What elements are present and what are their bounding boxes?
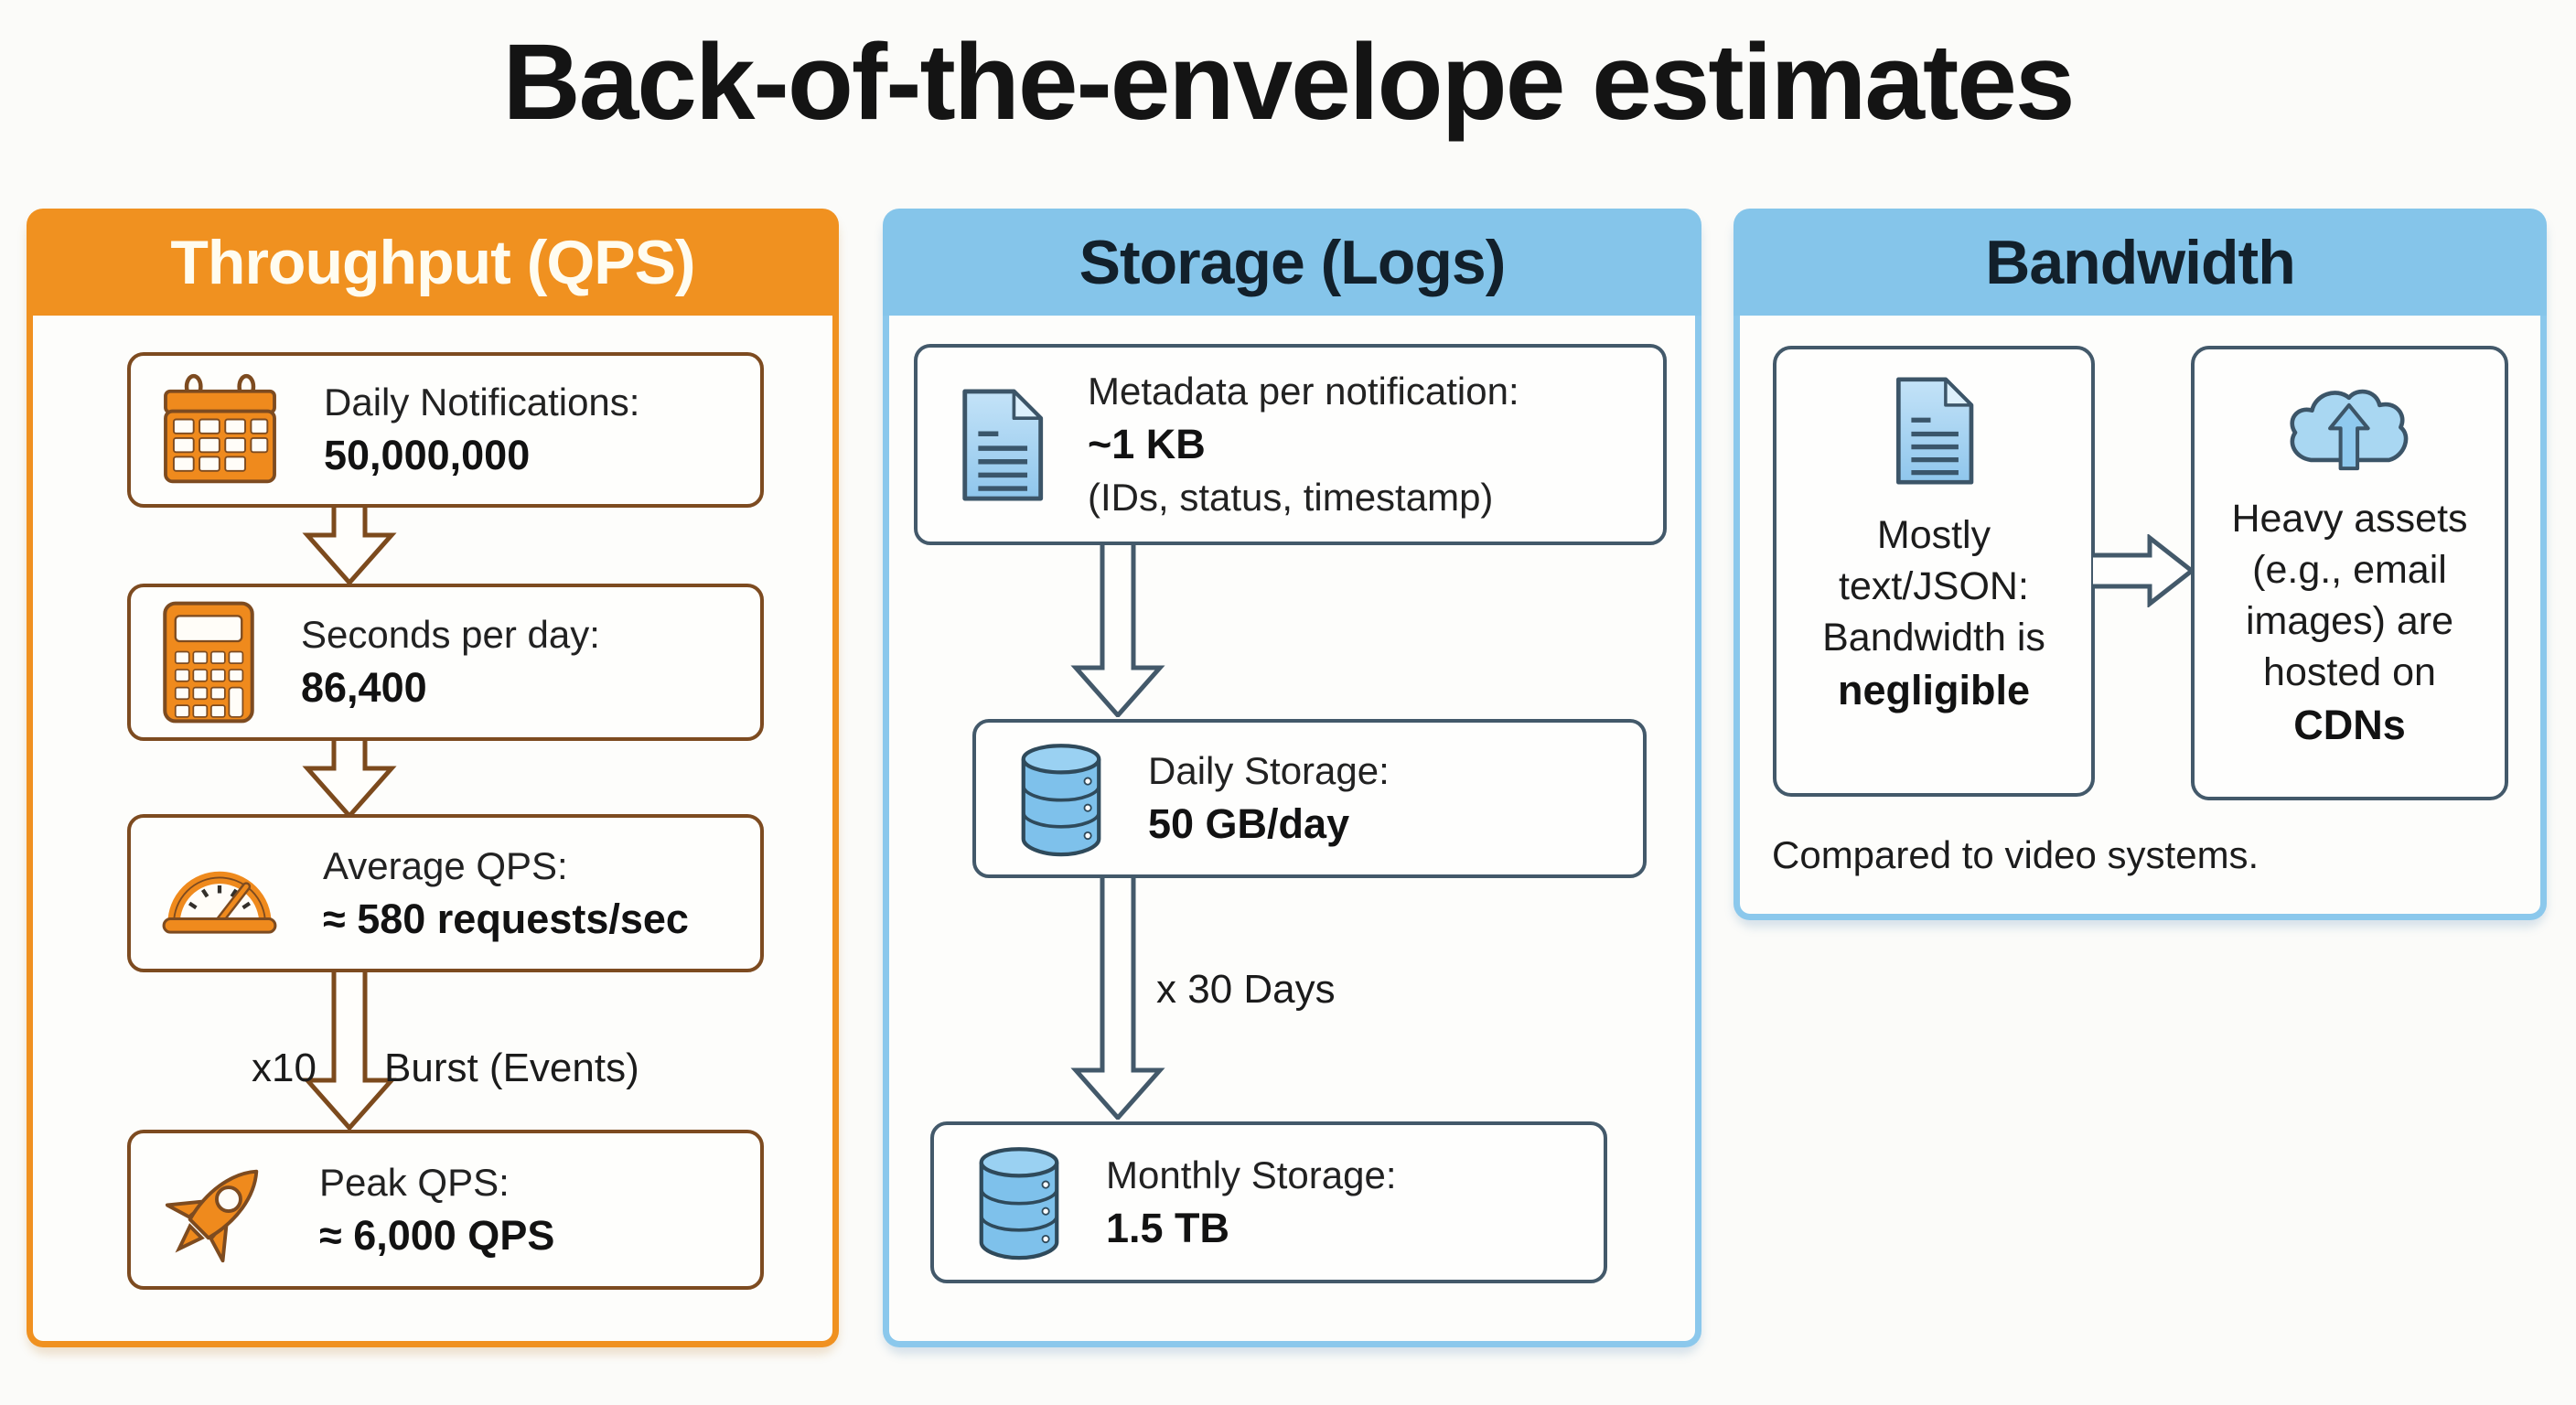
text-json-card: Mostly text/JSON: Bandwidth is negligibl…	[1773, 346, 2095, 797]
throughput-panel-body: Daily Notifications: 50,000,000	[27, 316, 839, 1347]
throughput-header-label: Throughput (QPS)	[170, 227, 695, 297]
peak-qps-label: Peak QPS:	[319, 1160, 510, 1204]
down-arrow	[302, 741, 397, 818]
text-json-value: negligible	[1837, 666, 2030, 713]
storage-header-label: Storage (Logs)	[1079, 227, 1507, 297]
database-icon	[1014, 739, 1108, 859]
daily-storage-card: Daily Storage: 50 GB/day	[972, 719, 1647, 878]
text-json-line2: text/JSON:	[1839, 563, 2029, 608]
burst-multiplier-label: x10	[252, 1046, 317, 1090]
throughput-header: Throughput (QPS)	[27, 209, 839, 316]
monthly-arrow	[1070, 878, 1165, 1120]
seconds-per-day-label: Seconds per day:	[301, 613, 600, 657]
cdn-line3: images) are	[2245, 598, 2454, 643]
document-icon	[956, 387, 1047, 503]
calendar-icon	[158, 371, 282, 488]
seconds-per-day-value: 86,400	[301, 664, 427, 711]
daily-storage-value: 50 GB/day	[1148, 800, 1350, 847]
storage-panel: Storage (Logs)	[883, 209, 1701, 1347]
monthly-storage-value: 1.5 TB	[1106, 1204, 1230, 1251]
days-multiplier-label: x 30 Days	[1156, 967, 1336, 1012]
burst-arrow	[302, 972, 397, 1130]
daily-notifications-card: Daily Notifications: 50,000,000	[127, 352, 764, 508]
cdn-line4: hosted on	[2263, 649, 2436, 694]
average-qps-label: Average QPS:	[323, 843, 568, 887]
burst-events-label: Burst (Events)	[384, 1046, 639, 1090]
database-icon	[972, 1142, 1066, 1262]
peak-qps-card: Peak QPS: ≈ 6,000 QPS	[127, 1130, 764, 1290]
cdn-value: CDNs	[2293, 701, 2406, 748]
throughput-panel: Throughput (QPS) Daily Notifica	[27, 209, 839, 1347]
average-qps-card: Average QPS: ≈ 580 requests/sec	[127, 814, 764, 972]
bandwidth-panel: Bandwidth	[1733, 209, 2547, 920]
storage-panel-body: Metadata per notification: ~1 KB (IDs, s…	[883, 316, 1701, 1347]
metadata-value: ~1 KB	[1088, 421, 1206, 468]
monthly-storage-label: Monthly Storage:	[1106, 1153, 1397, 1196]
average-qps-value: ≈ 580 requests/sec	[323, 895, 689, 942]
down-arrow	[1070, 545, 1165, 717]
right-arrow	[2093, 534, 2195, 607]
seconds-per-day-card: Seconds per day: 86,400	[127, 584, 764, 741]
gauge-icon	[158, 845, 281, 941]
bandwidth-panel-body: Mostly text/JSON: Bandwidth is negligibl…	[1733, 316, 2547, 920]
calculator-icon	[158, 599, 259, 725]
cdn-line1: Heavy assets	[2231, 497, 2468, 541]
daily-storage-label: Daily Storage:	[1148, 749, 1390, 793]
metadata-line1: Metadata per notification:	[1088, 370, 1519, 413]
monthly-storage-card: Monthly Storage: 1.5 TB	[930, 1121, 1607, 1283]
peak-qps-value: ≈ 6,000 QPS	[319, 1211, 555, 1259]
bandwidth-caption: Compared to video systems.	[1772, 833, 2259, 876]
bandwidth-header-label: Bandwidth	[1985, 227, 2296, 297]
document-icon	[1890, 375, 1978, 487]
metadata-line3: (IDs, status, timestamp)	[1088, 475, 1494, 519]
rocket-icon	[158, 1151, 277, 1270]
metadata-card: Metadata per notification: ~1 KB (IDs, s…	[914, 344, 1667, 545]
text-json-line3: Bandwidth is	[1822, 615, 2045, 660]
cdn-card: Heavy assets (e.g., email images) are ho…	[2191, 346, 2508, 800]
bandwidth-header: Bandwidth	[1733, 209, 2547, 316]
cdn-line2: (e.g., email	[2252, 547, 2447, 592]
cloud-upload-icon	[2281, 375, 2419, 477]
text-json-line1: Mostly	[1876, 513, 1991, 557]
down-arrow	[302, 508, 397, 585]
storage-header: Storage (Logs)	[883, 209, 1701, 316]
daily-notifications-value: 50,000,000	[324, 432, 531, 478]
page-title: Back-of-the-envelope estimates	[502, 22, 2075, 143]
daily-notifications-label: Daily Notifications:	[324, 381, 640, 424]
